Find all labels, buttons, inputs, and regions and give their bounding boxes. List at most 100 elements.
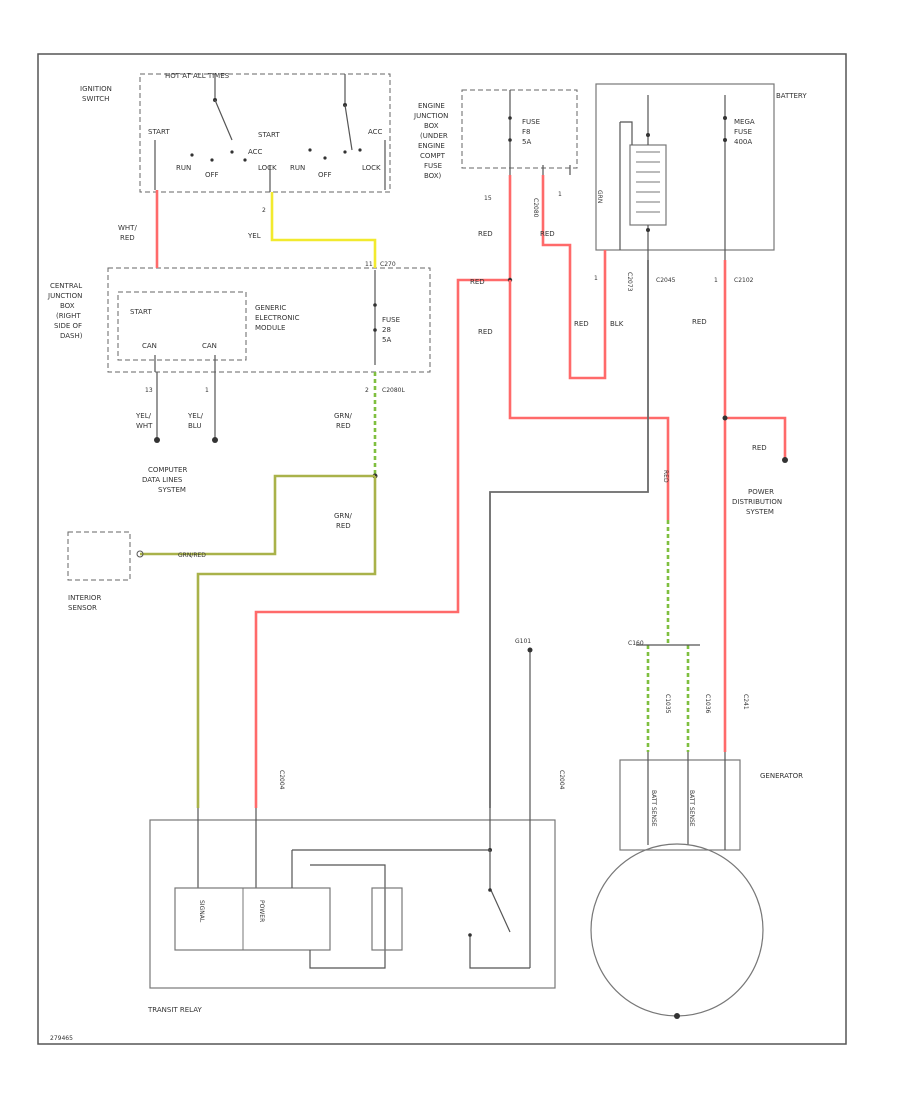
cjb-label-4: SIDE OF: [54, 322, 82, 330]
yel-wht-label-0: YEL/: [135, 412, 152, 420]
batt-pin-1a: 1: [594, 275, 598, 282]
ejb-label-3: (UNDER: [420, 132, 448, 140]
fuse-28-label-1: 28: [382, 326, 391, 334]
interior-sensor: [67, 531, 131, 581]
generator: GENERATOR BATT SENSE BATT SENSE: [590, 752, 803, 1019]
cjb-label-5: DASH): [60, 332, 83, 340]
batt-sense-2-label: BATT SENSE: [688, 790, 695, 827]
fuse-f8-label-2: 5A: [522, 138, 531, 146]
fuse-28-label-2: 5A: [382, 336, 391, 344]
can-1-label: CAN: [142, 342, 157, 350]
ign-run-label-2: RUN: [290, 164, 305, 172]
engine-junction-box: ENGINE JUNCTION BOX (UNDER ENGINE COMPT …: [413, 89, 578, 218]
interior-sensor-label-0: INTERIOR: [68, 594, 101, 602]
cdl-label-2: SYSTEM: [158, 486, 186, 494]
diagram-frame: [37, 53, 847, 1045]
relay-c2004-b: C2004: [558, 770, 565, 790]
red-pd-label: RED: [692, 318, 707, 326]
fuse-f8-label-0: FUSE: [522, 118, 540, 126]
cjb-pin-13: 13: [145, 387, 153, 394]
batt-sense-1-label: BATT SENSE: [650, 790, 657, 827]
diagram-code: 279465: [50, 1035, 73, 1042]
ignition-switch-label-1: IGNITION: [80, 85, 112, 93]
transit-relay: SIGNAL POWER TRANSIT RELAY: [147, 808, 556, 1014]
central-junction-box: CENTRAL JUNCTION BOX (RIGHT SIDE OF DASH…: [47, 261, 431, 373]
yel-blu-label-1: BLU: [188, 422, 201, 430]
ejb-pin-15: 15: [484, 195, 492, 202]
mega-fuse-label-1: FUSE: [734, 128, 752, 136]
relay-c2004: C2004: [278, 770, 285, 790]
grn-red1-label-1: RED: [336, 422, 351, 430]
cjb-c2080l: C2080L: [382, 387, 405, 394]
cdl-label-0: COMPUTER: [148, 466, 187, 474]
gem-label-0: GENERIC: [255, 304, 286, 312]
cjb-label-1: JUNCTION: [47, 292, 82, 300]
ign-lock-label: LOCK: [258, 164, 277, 172]
wire-red-relay-power: [254, 175, 512, 808]
red-gen-label: RED: [662, 470, 669, 483]
ejb-label-4: ENGINE: [418, 142, 445, 150]
relay-power-label: POWER: [258, 900, 265, 922]
gen-c1036: C1036: [704, 694, 711, 714]
ejb-label-6: FUSE: [424, 162, 442, 170]
cjb-c270: C270: [380, 261, 396, 268]
ign-off-label: OFF: [205, 171, 219, 179]
ejb-c2080: C2080: [532, 198, 539, 218]
ejb-label-1: JUNCTION: [413, 112, 448, 120]
ignition-switch: HOT AT ALL TIMES IGNITION SWITCH START R…: [80, 72, 391, 214]
ign-start-label-2: START: [258, 131, 280, 139]
gen-c160: C160: [628, 640, 644, 647]
ign-start-label: START: [148, 128, 170, 136]
batt-c2102: C2102: [734, 277, 754, 284]
yel-wht-label-1: WHT: [136, 422, 153, 430]
pds-label-1: DISTRIBUTION: [732, 498, 782, 506]
grn-red-sensor-label: GRN/RED: [178, 552, 206, 559]
mega-fuse-label-2: 400A: [734, 138, 752, 146]
batt-c2045: C2045: [656, 277, 676, 284]
grn-red1-label-0: GRN/: [334, 412, 353, 420]
hot-at-all-times-label: HOT AT ALL TIMES: [165, 72, 230, 80]
red-batt1-label: RED: [574, 320, 589, 328]
wire-blk: [489, 260, 649, 808]
wire-yel: [270, 192, 377, 268]
cjb-pin-11: 11: [365, 261, 373, 268]
generator-label: GENERATOR: [760, 772, 803, 780]
gen-c1035: C1035: [664, 694, 671, 714]
fuse-28-label-0: FUSE: [382, 316, 400, 324]
can-2-label: CAN: [202, 342, 217, 350]
cjb-label-0: CENTRAL: [50, 282, 82, 290]
battery-blk-label: BLK: [610, 320, 624, 328]
grn-red2-label-0: GRN/: [334, 512, 353, 520]
cjb-label-2: BOX: [60, 302, 75, 310]
cjb-start-label: START: [130, 308, 152, 316]
wire-grn-red-2: [196, 476, 377, 808]
wht-red-label-0: WHT/: [118, 224, 137, 232]
wire-red-to-generator: [508, 280, 670, 520]
red-mid-label: RED: [478, 328, 493, 336]
ejb-label-0: ENGINE: [418, 102, 445, 110]
gen-c241: C241: [742, 694, 749, 710]
ejb-label-7: BOX): [424, 172, 442, 180]
batt-pin-1b: 1: [714, 277, 718, 284]
red-pd-label-2: RED: [752, 444, 767, 452]
mega-fuse-label-0: MEGA: [734, 118, 755, 126]
ejb-label-5: COMPT: [420, 152, 446, 160]
interior-sensor-label-1: SENSOR: [68, 604, 97, 612]
ejb-pin-1: 1: [558, 191, 562, 198]
ign-pin-2: 2: [262, 207, 266, 214]
g101-label: G101: [515, 638, 531, 645]
ign-lock-label-2: LOCK: [362, 164, 381, 172]
pds-label-2: SYSTEM: [746, 508, 774, 516]
battery-label: BATTERY: [776, 92, 807, 100]
red-jb2-label: RED: [540, 230, 555, 238]
grn-red2-label-1: RED: [336, 522, 351, 530]
ign-off-label-2: OFF: [318, 171, 332, 179]
batt-c2073: C2073: [626, 272, 633, 292]
wire-red-battery-loop: [541, 175, 607, 380]
red-jb1-label: RED: [478, 230, 493, 238]
ign-run-label: RUN: [176, 164, 191, 172]
yel-label: YEL: [247, 232, 261, 240]
yel-blu-label-0: YEL/: [187, 412, 204, 420]
battery-grn-label: GRN: [596, 190, 603, 203]
battery: BATTERY MEGA FUSE 400A GRN 1 C2073 C2045…: [594, 83, 807, 292]
